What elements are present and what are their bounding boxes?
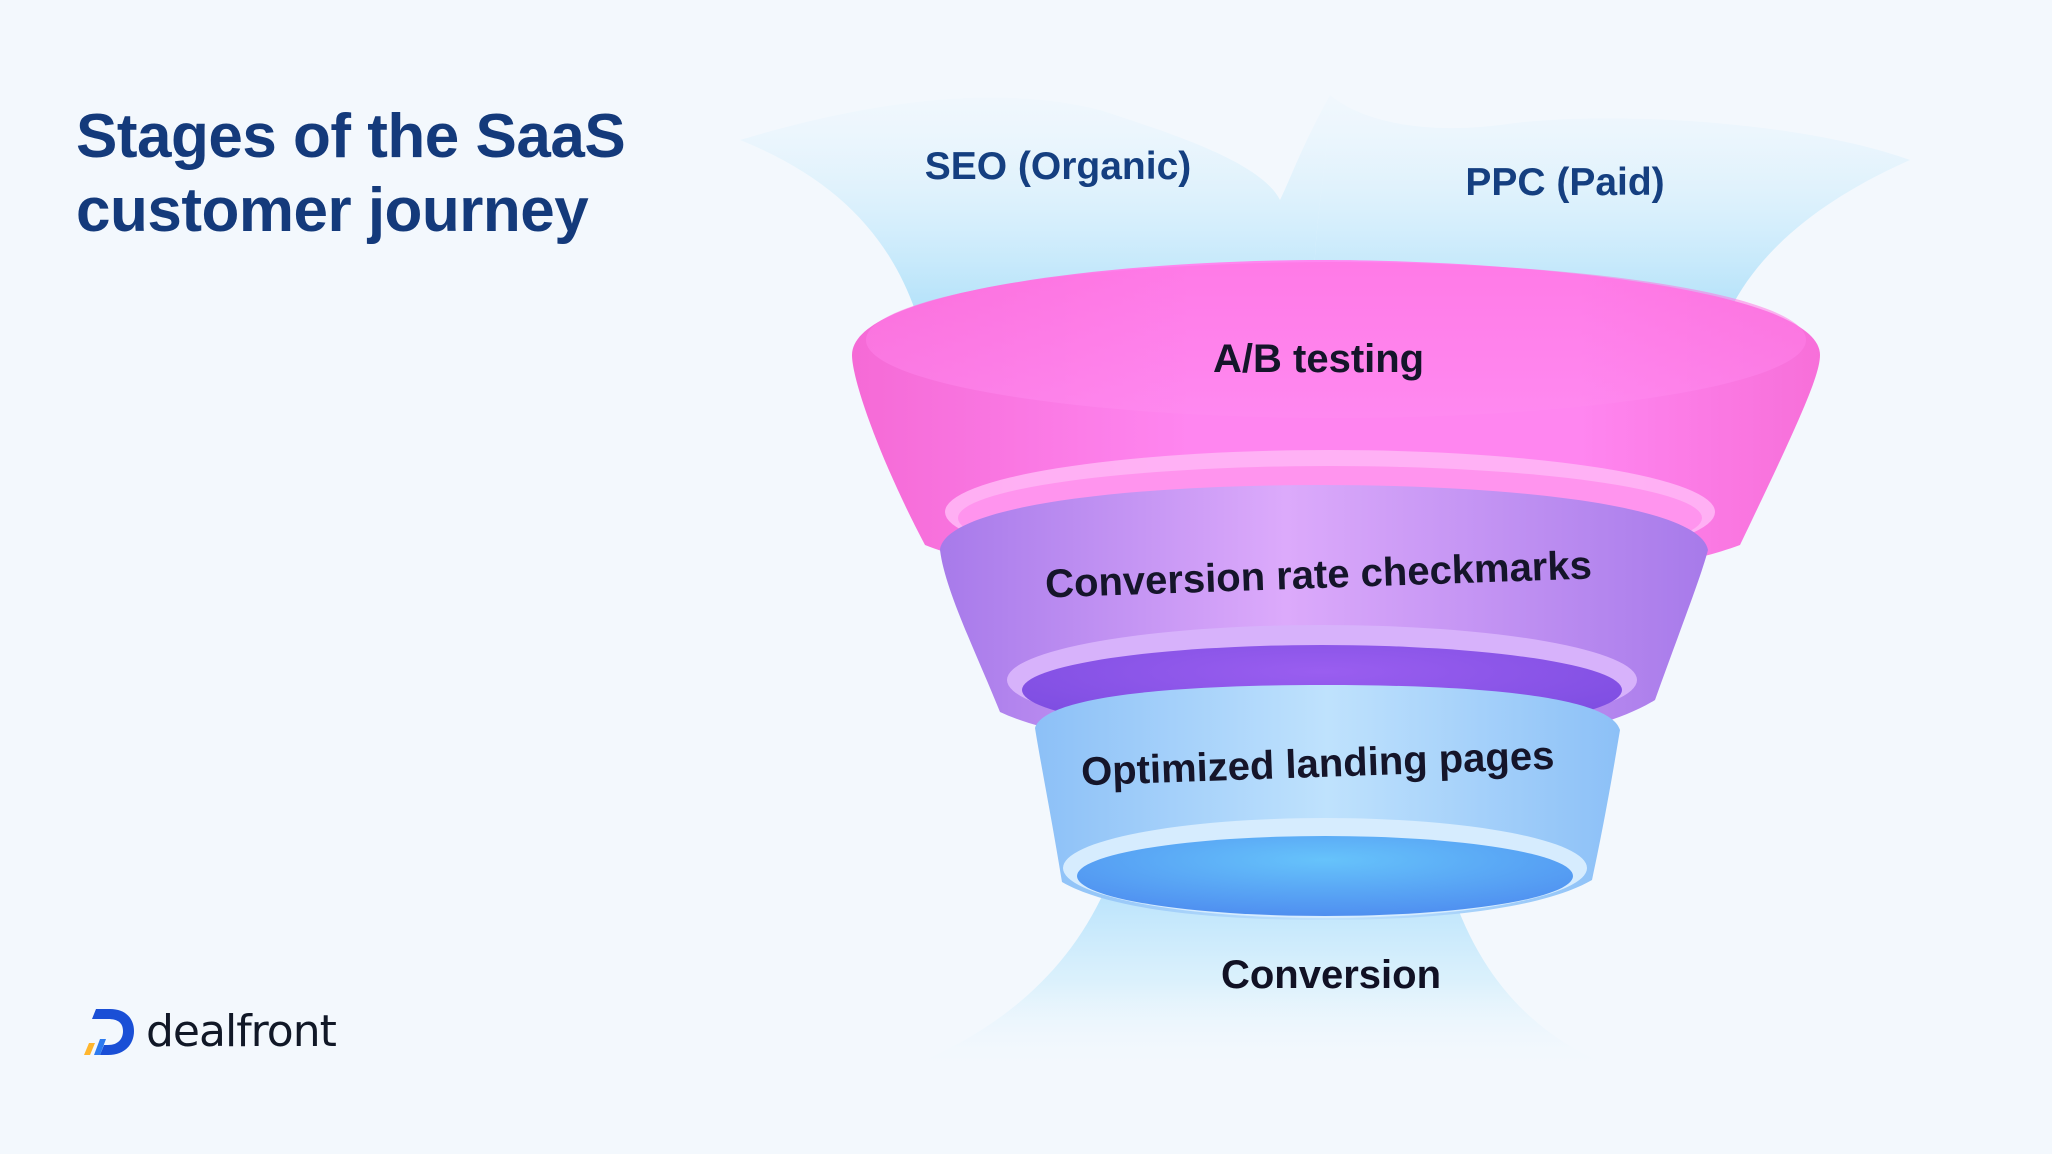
brand-name: dealfront [146, 1006, 337, 1057]
dealfront-logo: dealfront [78, 1006, 337, 1057]
source-label-paid: PPC (Paid) [1465, 161, 1665, 204]
organic-stream [740, 95, 1330, 310]
dealfront-d-mark-icon [84, 1008, 134, 1055]
page-title-line-2: customer journey [76, 176, 589, 245]
source-label-organic: SEO (Organic) [924, 145, 1192, 188]
page-title-line-1: Stages of the SaaS [76, 102, 626, 171]
funnel-stage-landing-pages [1035, 685, 1620, 920]
stage-label-ab-testing: A/B testing [1213, 337, 1425, 381]
page-title: Stages of the SaaS customer journey [76, 100, 626, 248]
paid-stream [1314, 95, 1910, 310]
outcome-label-conversion: Conversion [1220, 953, 1442, 997]
